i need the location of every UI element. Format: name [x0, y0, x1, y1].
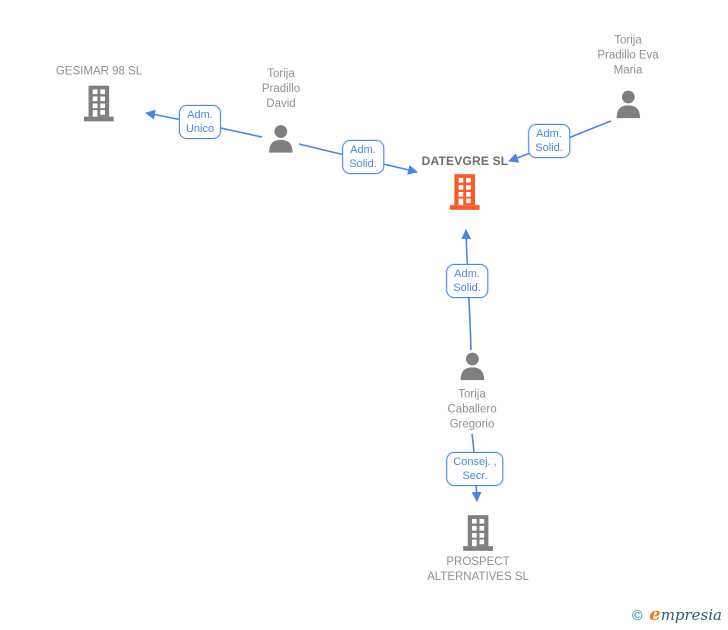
node-gregorio[interactable]: Torija Caballero Gregorio: [447, 352, 497, 433]
edge-label-consej-secr: Consej. , Secr.: [446, 452, 504, 486]
company-name: GESIMAR 98 SL: [55, 65, 143, 78]
person-name: Torija Caballero Gregorio: [447, 388, 497, 431]
empresia-logo[interactable]: © empresia: [630, 604, 722, 625]
edge-label-adm-unico: Adm. Unico: [178, 105, 222, 139]
brand-wordmark: empresia: [649, 604, 722, 625]
edge-label-adm-solid-gregorio: Adm. Solid.: [446, 264, 488, 298]
brand-rest: mpresia: [660, 606, 722, 624]
edge-label-adm-solid-david: Adm. Solid.: [342, 140, 384, 174]
brand-initial: e: [649, 604, 661, 625]
node-datevgre[interactable]: DATEVGRE SL: [422, 154, 509, 210]
node-gesimar[interactable]: GESIMAR 98 SL: [56, 65, 142, 122]
building-icon: [462, 515, 493, 551]
building-icon: [450, 174, 480, 210]
person-name: Torija Pradillo Eva Maria: [597, 34, 659, 77]
copyright-symbol: ©: [630, 608, 645, 624]
person-name: Torija Pradillo David: [261, 68, 301, 110]
node-eva[interactable]: Torija Pradillo Eva Maria: [597, 34, 659, 119]
company-name: PROSPECT ALTERNATIVES SL: [427, 556, 529, 583]
person-icon: [616, 90, 640, 119]
node-david[interactable]: Torija Pradillo David: [262, 67, 300, 153]
node-prospect[interactable]: PROSPECT ALTERNATIVES SL: [427, 515, 529, 585]
person-icon: [269, 125, 293, 153]
edge-label-adm-solid-eva: Adm. Solid.: [528, 124, 570, 158]
person-icon: [460, 352, 484, 381]
building-icon: [83, 85, 114, 122]
company-name: DATEVGRE SL: [421, 154, 509, 168]
